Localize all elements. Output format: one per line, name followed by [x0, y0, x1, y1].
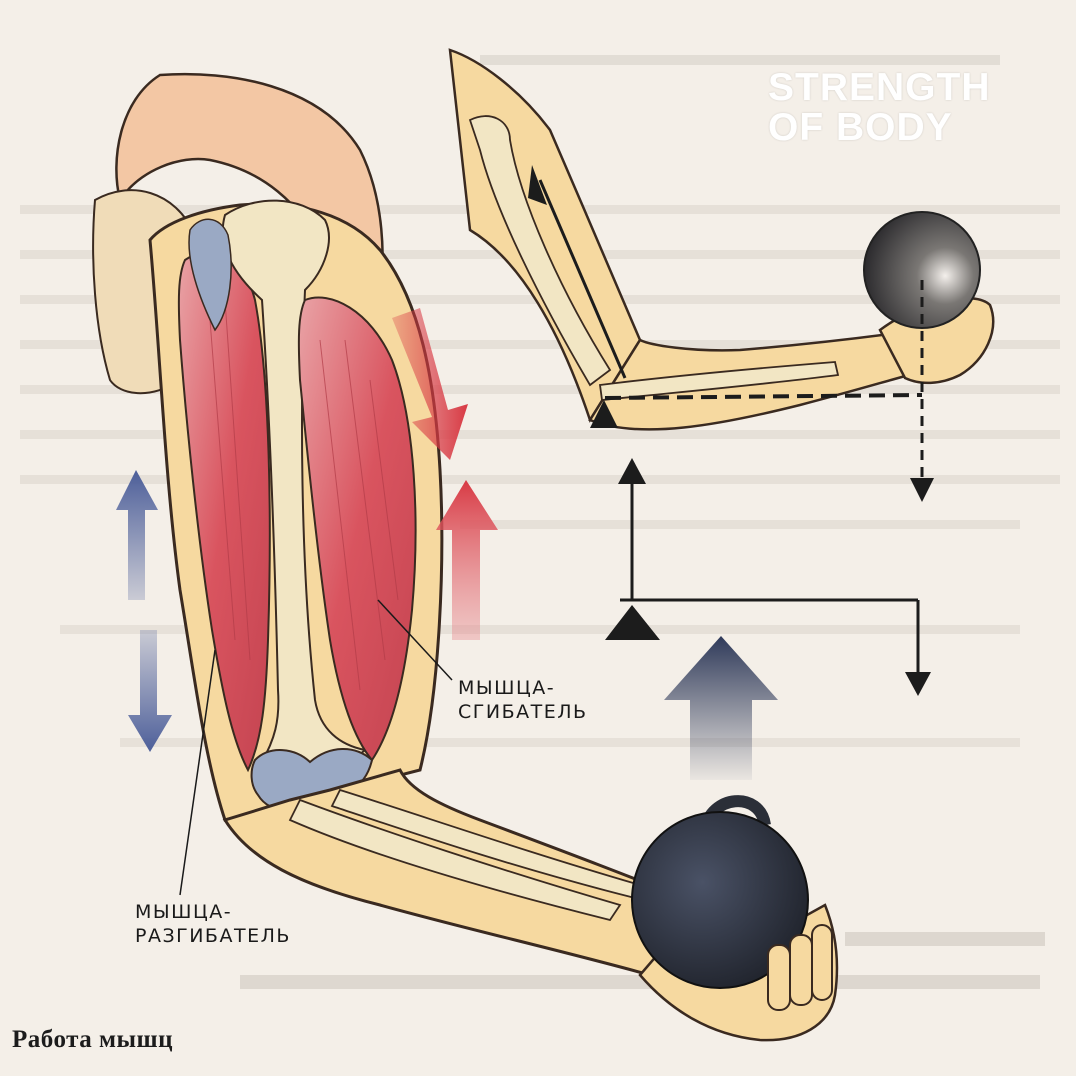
extensor-muscle — [177, 251, 271, 773]
tendon-shoulder — [188, 218, 232, 332]
lever-scheme — [605, 458, 931, 696]
extensor-label-line1: МЫШЦА- — [135, 901, 233, 923]
fulcrum-icon — [605, 605, 660, 640]
flexor-label-line1: МЫШЦА- — [458, 677, 556, 699]
flexor-label-line2: СГИБАТЕЛЬ — [458, 701, 588, 723]
flexor-label: МЫШЦА- СГИБАТЕЛЬ — [458, 676, 588, 724]
watermark-line2: OF BODY — [768, 106, 953, 149]
figure-caption: Работа мышц — [12, 1026, 174, 1053]
up-arrow-icon — [618, 458, 646, 484]
extensor-label-line2: РАЗГИБАТЕЛЬ — [135, 925, 291, 947]
watermark-line1: STRENGTH — [768, 66, 991, 109]
double-arrow-blue-icon — [116, 470, 172, 752]
humerus — [221, 199, 368, 792]
ball-icon — [863, 211, 981, 329]
force-up-arrow-icon — [664, 636, 778, 780]
anatomical-arm — [92, 72, 839, 1042]
lever-arm — [448, 48, 995, 502]
fingers — [767, 924, 833, 1011]
double-arrow-red-icon — [392, 308, 498, 640]
kettlebell-icon — [631, 795, 809, 989]
flexor-leader — [377, 599, 453, 681]
watermark: STRENGTH OF BODY — [768, 68, 991, 148]
extensor-label: МЫШЦА- РАЗГИБАТЕЛЬ — [135, 900, 291, 948]
extensor-leader — [179, 649, 216, 896]
